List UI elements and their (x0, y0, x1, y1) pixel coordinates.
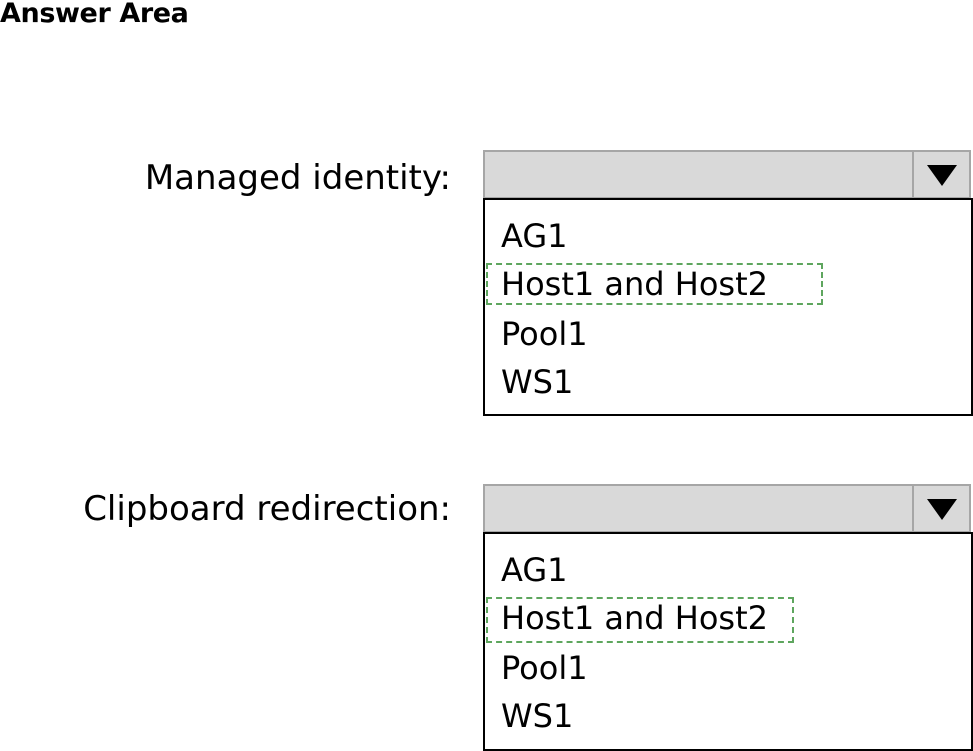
managed-identity-dropdown[interactable] (483, 150, 971, 199)
option-host1-and-host2[interactable]: Host1 and Host2 (501, 599, 768, 637)
triangle-down-icon (926, 498, 957, 520)
answer-area-title: Answer Area (0, 0, 189, 29)
clipboard-redirection-dropdown[interactable] (483, 484, 971, 533)
managed-identity-dropdown-button[interactable] (912, 152, 969, 197)
clipboard-redirection-options-list: AG1 Host1 and Host2 Pool1 WS1 (483, 532, 973, 751)
option-ws1[interactable]: WS1 (501, 363, 574, 401)
option-pool1[interactable]: Pool1 (501, 649, 588, 687)
option-pool1[interactable]: Pool1 (501, 315, 588, 353)
option-ag1[interactable]: AG1 (501, 217, 568, 255)
managed-identity-options-list: AG1 Host1 and Host2 Pool1 WS1 (483, 198, 973, 416)
option-ws1[interactable]: WS1 (501, 697, 574, 735)
answer-highlight-box (486, 597, 794, 643)
option-ag1[interactable]: AG1 (501, 551, 568, 589)
option-host1-and-host2[interactable]: Host1 and Host2 (501, 265, 768, 303)
managed-identity-label: Managed identity: (144, 158, 451, 198)
clipboard-redirection-label: Clipboard redirection: (83, 489, 451, 529)
answer-highlight-box (486, 263, 823, 305)
clipboard-redirection-dropdown-button[interactable] (912, 486, 969, 531)
triangle-down-icon (926, 164, 957, 186)
